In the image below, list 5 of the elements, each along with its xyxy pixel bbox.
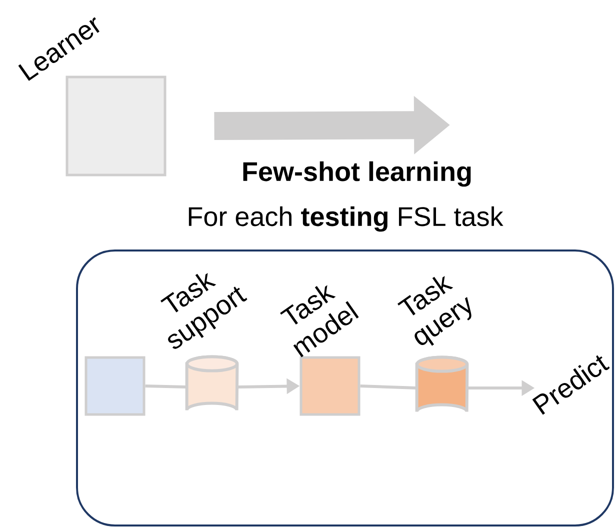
edge-label: Few-shot learning xyxy=(243,161,471,187)
connector-line xyxy=(360,384,417,390)
square-box xyxy=(84,356,146,416)
node-label: For each testing FSL task xyxy=(188,206,504,232)
connector-line xyxy=(145,384,187,388)
